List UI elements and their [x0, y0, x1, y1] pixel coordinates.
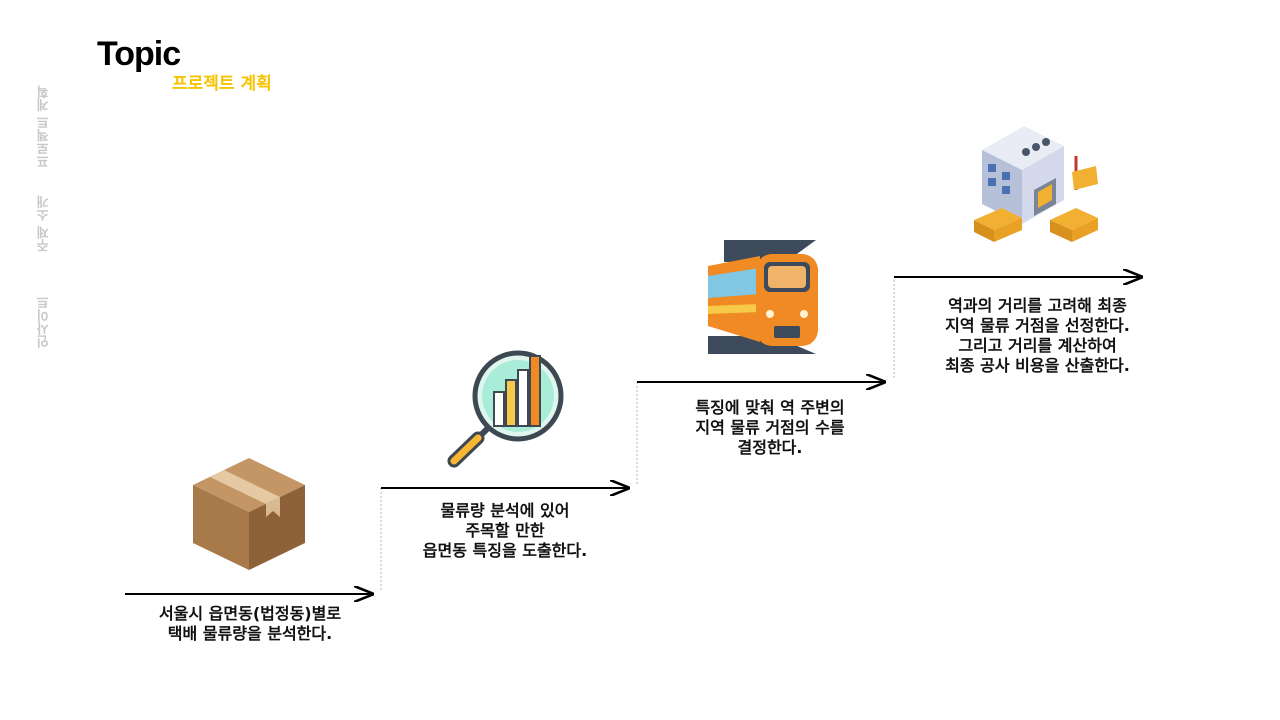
- chart-magnifier-icon: [444, 350, 566, 468]
- package-box-icon: [190, 455, 308, 573]
- train-icon: [704, 240, 818, 354]
- step-3-description: 특징에 맞춰 역 주변의 지역 물류 거점의 수를 결정한다.: [630, 398, 910, 458]
- step-1-description: 서울시 읍면동(법정동)별로 택배 물류량을 분석한다.: [110, 604, 390, 644]
- warehouse-icon: [972, 120, 1104, 248]
- step-2-description: 물류량 분석에 있어 주목할 만한 읍면동 특징을 도출한다.: [365, 501, 645, 561]
- step-4-description: 역과의 거리를 고려해 최종 지역 물류 거점을 선정한다. 그리고 거리를 계…: [895, 296, 1180, 376]
